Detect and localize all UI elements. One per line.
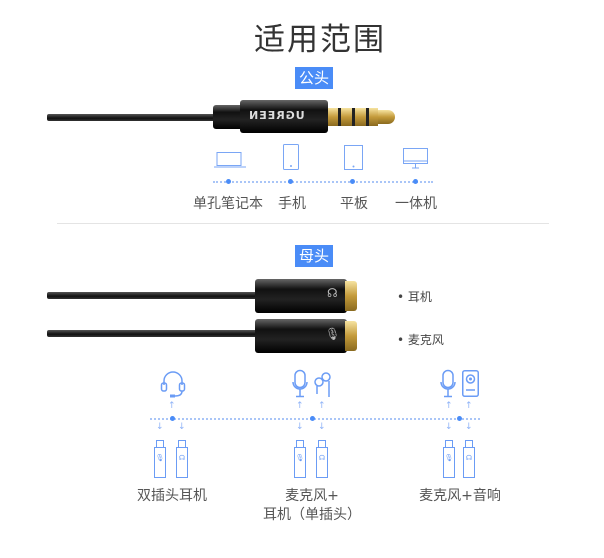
headphone-plug-icon: ☊ bbox=[463, 440, 475, 478]
use-label: 麦克风+ bbox=[285, 488, 339, 504]
device-label: 平板 bbox=[340, 196, 368, 212]
male-plug-housing: UGREEN bbox=[240, 100, 328, 133]
arrow-down-icon: ↓ bbox=[465, 422, 473, 432]
microphone-icon bbox=[292, 369, 308, 398]
female-jack-tag: 母头 bbox=[295, 245, 334, 267]
microphone-jack-housing: 🎙︎ bbox=[255, 319, 347, 353]
headphone-port-label: • 耳机 bbox=[397, 290, 432, 304]
device-label: 一体机 bbox=[395, 196, 437, 212]
section-divider bbox=[57, 223, 549, 224]
male-connector-line bbox=[213, 181, 433, 183]
female-connector-line bbox=[150, 418, 480, 420]
svg-text:🎙︎: 🎙︎ bbox=[445, 454, 454, 462]
connector-dot bbox=[170, 416, 175, 421]
arrow-up-icon: ↑ bbox=[318, 401, 326, 411]
svg-text:🎙︎: 🎙︎ bbox=[296, 454, 305, 462]
arrow-down-icon: ↓ bbox=[296, 422, 304, 432]
connector-dot bbox=[457, 416, 462, 421]
tablet-icon bbox=[344, 145, 363, 170]
connector-dot bbox=[350, 179, 355, 184]
arrow-down-icon: ↓ bbox=[445, 422, 453, 432]
arrow-down-icon: ↓ bbox=[156, 422, 164, 432]
mic-plug-icon: 🎙︎ bbox=[294, 440, 306, 478]
svg-text:🎙︎: 🎙︎ bbox=[156, 454, 165, 462]
earphones-icon bbox=[314, 372, 331, 397]
connector-dot bbox=[310, 416, 315, 421]
male-cable bbox=[47, 114, 217, 121]
microphone-icon bbox=[440, 369, 456, 398]
port-label: 麦克风 bbox=[407, 333, 444, 347]
mic-plug-icon: 🎙︎ bbox=[154, 440, 166, 478]
arrow-up-icon: ↑ bbox=[168, 401, 176, 411]
arrow-up-icon: ↑ bbox=[465, 401, 473, 411]
brand-logo: UGREEN bbox=[248, 109, 305, 122]
headphone-jack-rim bbox=[345, 281, 357, 311]
connector-dot bbox=[226, 179, 231, 184]
microphone-cable bbox=[47, 330, 257, 337]
mic-plug-icon: 🎙︎ bbox=[443, 440, 455, 478]
page-title: 适用范围 bbox=[254, 22, 386, 58]
arrow-up-icon: ↑ bbox=[445, 401, 453, 411]
arrow-up-icon: ↑ bbox=[296, 401, 304, 411]
microphone-port-label: • 麦克风 bbox=[397, 333, 444, 347]
device-label: 单孔笔记本 bbox=[193, 196, 263, 212]
device-label: 手机 bbox=[278, 196, 306, 212]
arrow-down-icon: ↓ bbox=[318, 422, 326, 432]
microphone-icon: 🎙︎ bbox=[325, 327, 341, 341]
headphone-jack-housing: ☊ bbox=[255, 279, 347, 313]
headset-icon bbox=[160, 371, 186, 398]
laptop-icon bbox=[214, 152, 246, 168]
speaker-icon bbox=[462, 370, 479, 397]
connector-dot bbox=[288, 179, 293, 184]
port-label: 耳机 bbox=[407, 290, 432, 304]
microphone-jack-rim bbox=[345, 321, 357, 351]
headphone-plug-icon: ☊ bbox=[176, 440, 188, 478]
connector-dot bbox=[413, 179, 418, 184]
use-label-line2: 耳机（单插头） bbox=[263, 507, 361, 523]
headphone-plug-icon: ☊ bbox=[316, 440, 328, 478]
plug-tip-end bbox=[378, 110, 395, 124]
use-label: 双插头耳机 bbox=[137, 488, 207, 504]
svg-text:☊: ☊ bbox=[319, 454, 325, 462]
male-plug-collar bbox=[213, 105, 243, 129]
gold-plug-tip bbox=[328, 108, 378, 126]
svg-text:☊: ☊ bbox=[179, 454, 185, 462]
headphone-icon: ☊ bbox=[327, 286, 338, 300]
monitor-icon bbox=[403, 148, 428, 169]
phone-icon bbox=[283, 144, 299, 170]
svg-text:☊: ☊ bbox=[466, 454, 472, 462]
arrow-down-icon: ↓ bbox=[178, 422, 186, 432]
headphone-cable bbox=[47, 292, 257, 299]
male-plug-tag: 公头 bbox=[295, 67, 334, 89]
use-label: 麦克风+音响 bbox=[419, 488, 501, 504]
